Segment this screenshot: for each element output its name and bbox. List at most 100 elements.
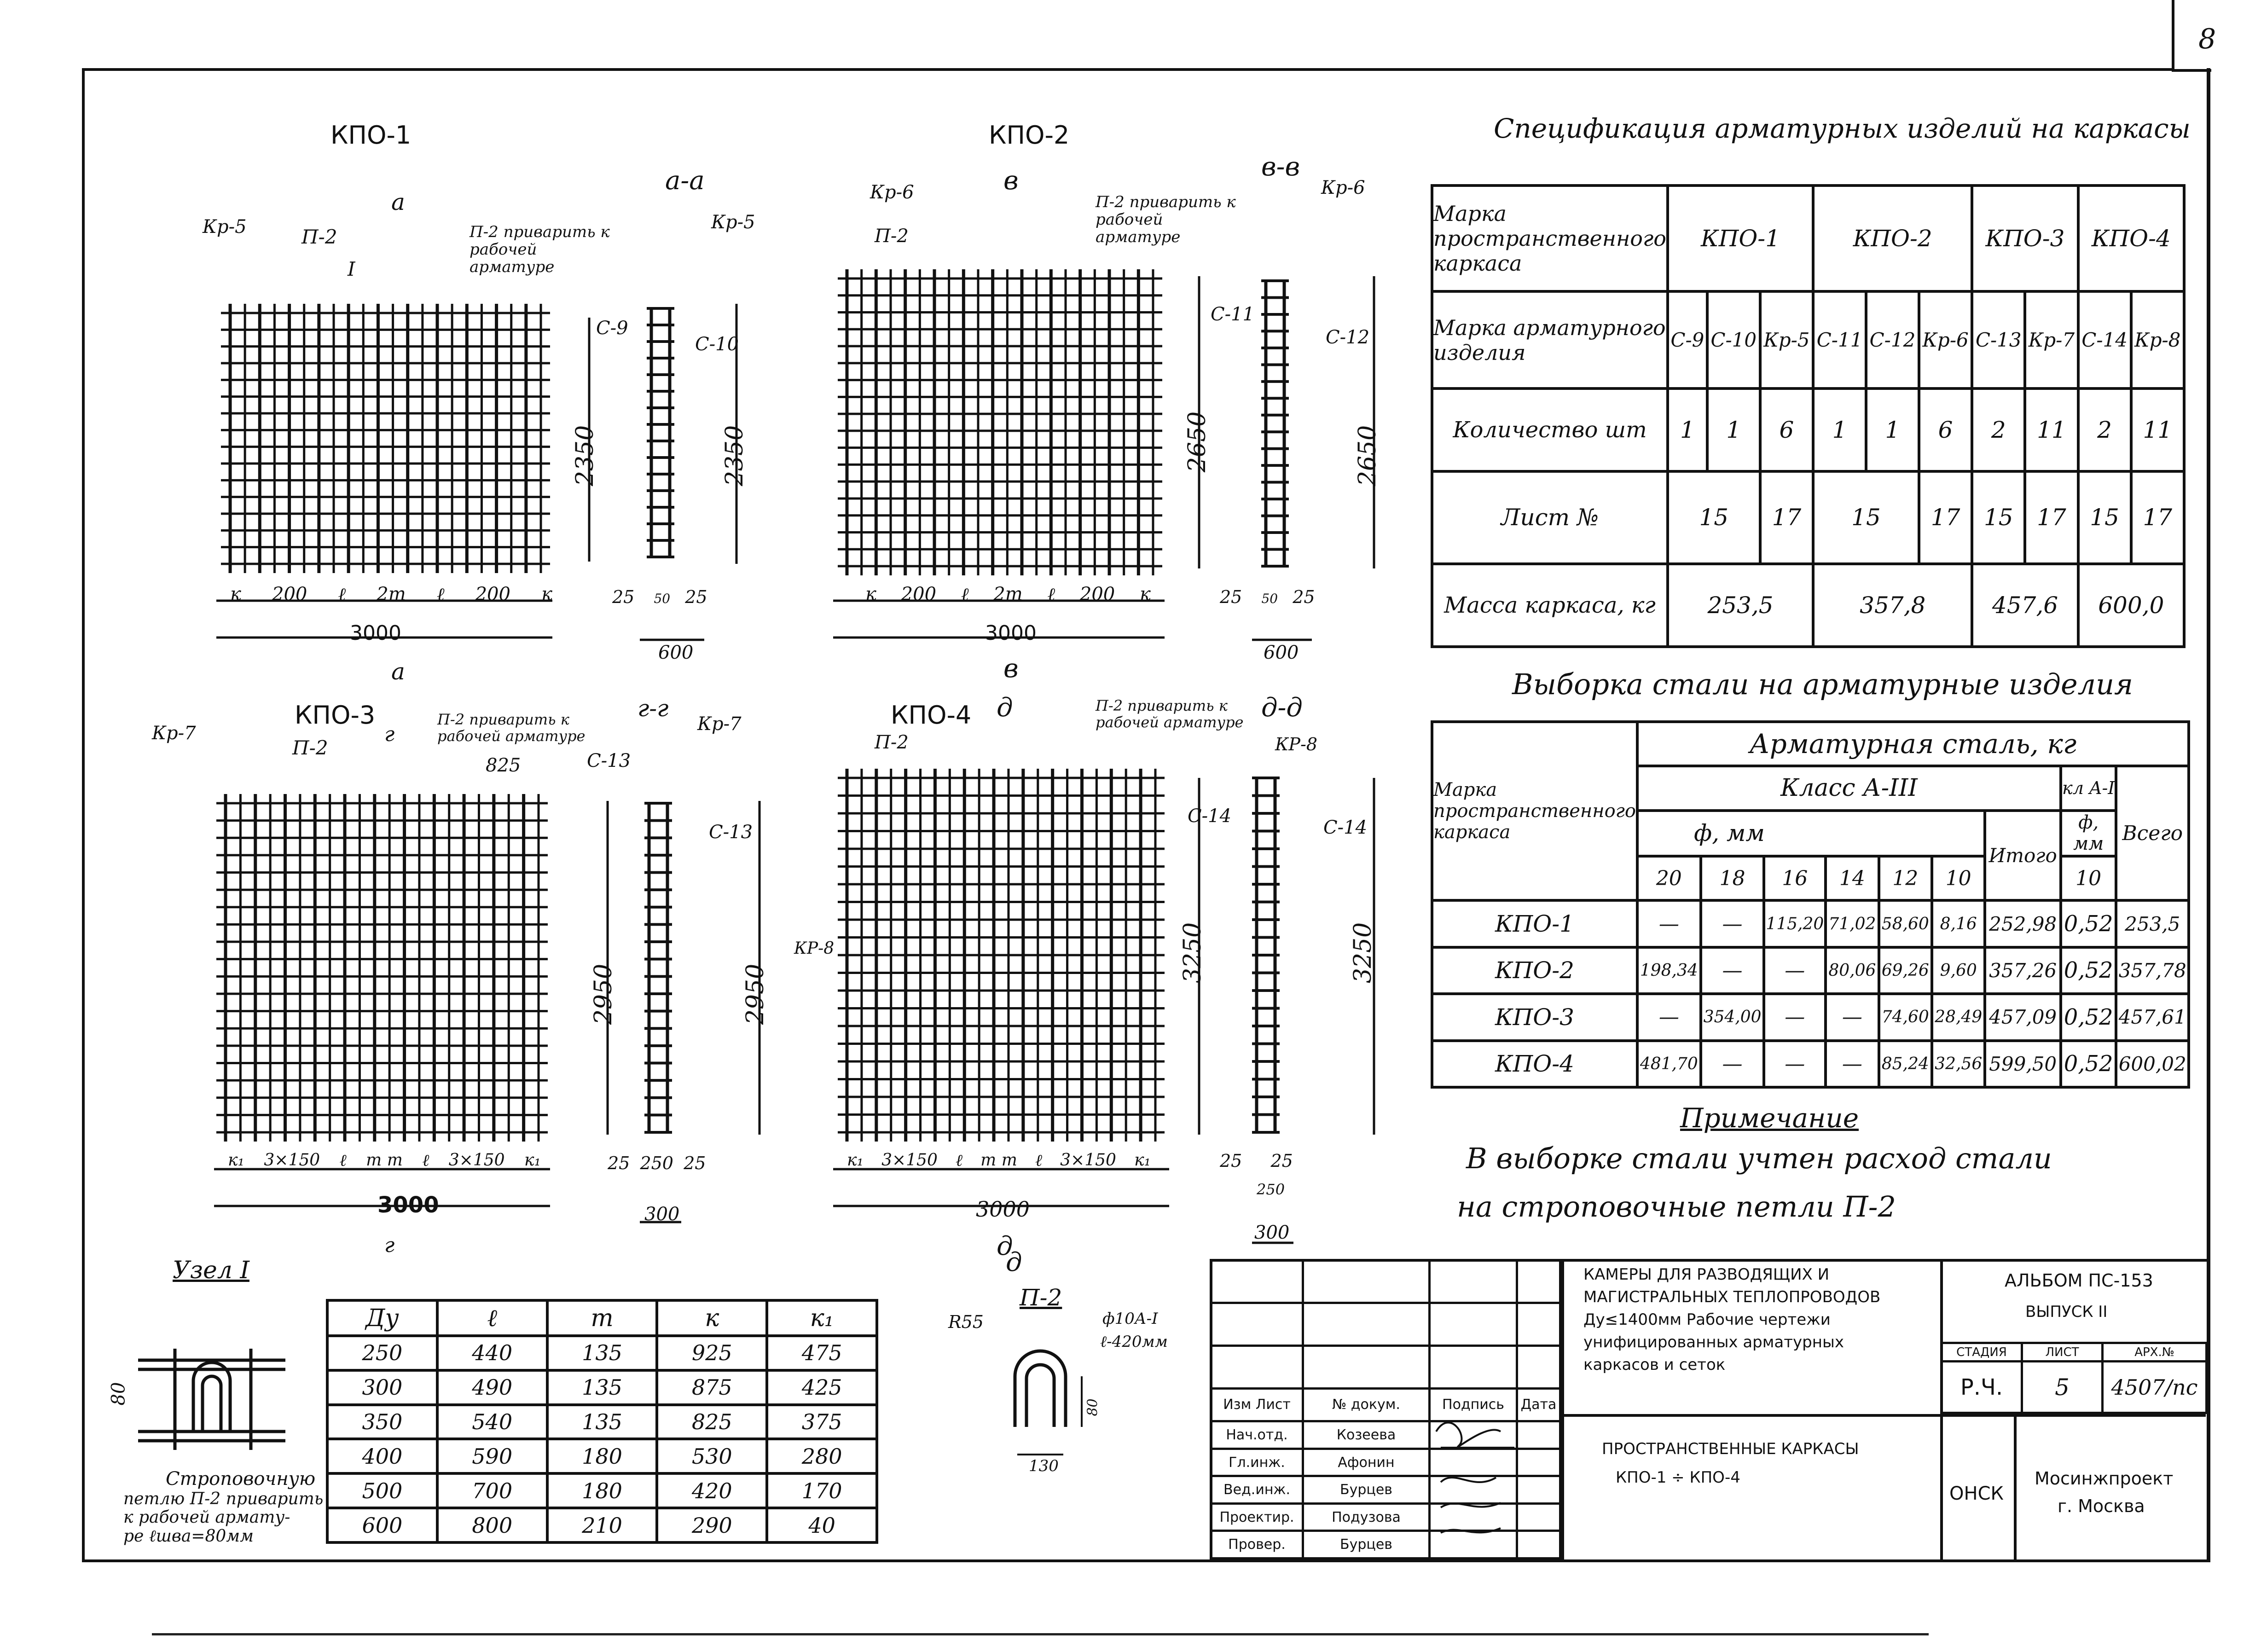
dim: ℓ xyxy=(1035,1151,1042,1170)
steel-dia: 10 xyxy=(1930,855,1987,902)
spec-item: С-13 xyxy=(1971,290,2027,390)
spec-qty: 1 xyxy=(1864,387,1920,473)
tb-desc4: унифицированных арматурных xyxy=(1583,1333,1844,1351)
tb-hdr-doc: № докум. xyxy=(1302,1387,1431,1423)
spec-sheet: 17 xyxy=(2023,470,2080,565)
table-row: КПО-4 481,70 — — — 85,24 32,56 599,50 0,… xyxy=(1431,1039,2190,1089)
kpo1-callout-node: I xyxy=(348,258,355,280)
tb-desc3: Ду≤1400мм Рабочие чертежи xyxy=(1583,1310,1831,1329)
table-row: КПО-1 — — 115,20 71,02 58,60 8,16 252,98… xyxy=(1431,899,2190,949)
dims-table: Ду ℓ m к к₁ 250 440 135 925 475 300 490 … xyxy=(326,1299,878,1544)
dim: 3×150 xyxy=(881,1151,938,1170)
kpo1-bottom-dims: к 200 ℓ 2m ℓ 200 к xyxy=(230,584,552,605)
tb-city: ОНСК xyxy=(1949,1483,2004,1504)
blank-cell xyxy=(1516,1475,1561,1505)
blank-cell xyxy=(1302,1344,1431,1390)
note-line1: В выборке стали учтен расход стали xyxy=(1466,1142,2052,1175)
spec-qty: 2 xyxy=(2076,387,2133,473)
node-caption2: петлю П-2 приварить xyxy=(123,1490,324,1508)
steel-itogo: 357,26 xyxy=(1983,945,2062,996)
dim: ℓ xyxy=(422,1151,429,1170)
kpo4-section-title: д-д xyxy=(1261,693,1303,723)
spec-item: С-9 xyxy=(1666,290,1709,390)
dim: 200 xyxy=(1079,584,1115,605)
steel-val: 9,60 xyxy=(1930,945,1987,996)
node-title: Узел I xyxy=(173,1257,249,1284)
spec-sheet: 15 xyxy=(2076,470,2133,565)
kpo4-section-inner: 250 xyxy=(1257,1181,1285,1198)
kpo3-section-mark-b: г xyxy=(384,1234,395,1257)
dim: к₁ xyxy=(524,1151,541,1170)
spec-mass: 600,0 xyxy=(2076,562,2186,649)
steel-h-dia2: ф, мм xyxy=(2059,809,2118,858)
kpo2-callout-kr6b: Кр-6 xyxy=(1321,177,1365,198)
kpo4-section-mark: д xyxy=(997,693,1013,723)
spec-sheet: 17 xyxy=(1917,470,1974,565)
node-dim: 80 xyxy=(108,1382,129,1406)
blank-cell xyxy=(1516,1344,1561,1390)
steel-h-steel: Арматурная сталь, кг xyxy=(1635,720,2191,768)
dims-h: m xyxy=(545,1299,659,1337)
kpo2-callout-kr6: Кр-6 xyxy=(870,182,914,203)
cell: 500 xyxy=(326,1472,439,1510)
steel-mark: КПО-1 xyxy=(1431,899,1639,949)
kpo3-section-mark: г xyxy=(384,723,395,746)
dim: 50 xyxy=(1261,591,1278,606)
kpo4-title: КПО-4 xyxy=(891,701,972,730)
tb-name: Козеева xyxy=(1302,1420,1431,1450)
kpo1-total-width: 3000 xyxy=(350,621,401,645)
steel-table: Марка пространственного каркаса Арматурн… xyxy=(1431,720,2191,1089)
dimension-lines xyxy=(214,276,1375,1244)
kpo3-section-width: 300 xyxy=(644,1204,680,1225)
kpo3-section-height: 2950 xyxy=(742,963,770,1025)
dim: 3×150 xyxy=(264,1151,320,1170)
dim: 2m xyxy=(377,584,406,605)
steel-val: — xyxy=(1762,1039,1827,1089)
node-caption3: к рабочей армату- xyxy=(123,1508,290,1527)
dim: к xyxy=(230,584,241,605)
spec-item: С-14 xyxy=(2076,290,2133,390)
steel-a1: 0,52 xyxy=(2059,1039,2118,1089)
steel-val: 74,60 xyxy=(1877,992,1933,1042)
kpo2-section-mark: в xyxy=(1003,166,1019,196)
tb-divider-h xyxy=(1561,1414,2206,1417)
blank-cell xyxy=(1516,1420,1561,1450)
steel-h-class3: Класс А-III xyxy=(1635,765,2062,812)
steel-val: 481,70 xyxy=(1635,1039,1702,1089)
spec-item: Кр-6 xyxy=(1917,290,1974,390)
steel-dia: 12 xyxy=(1877,855,1933,902)
spec-title: Спецификация арматурных изделий на карка… xyxy=(1494,113,2191,144)
steel-title: Выборка стали на арматурные изделия xyxy=(1512,667,2133,701)
cell: 530 xyxy=(655,1438,769,1475)
dim: к₁ xyxy=(847,1151,864,1170)
frame-top-line xyxy=(82,68,2172,71)
spec-h-qty: Количество шт xyxy=(1431,387,1669,473)
steel-mark: КПО-3 xyxy=(1431,992,1639,1042)
spec-h-sheet: Лист № xyxy=(1431,470,1669,565)
steel-val: 71,02 xyxy=(1824,899,1880,949)
tb-role: Проектир. xyxy=(1210,1502,1304,1532)
steel-val: 8,16 xyxy=(1930,899,1987,949)
spec-sheet: 15 xyxy=(1812,470,1920,565)
sections xyxy=(644,279,1289,1134)
spec-qty: 1 xyxy=(1812,387,1867,473)
table-row: 600 800 210 290 40 xyxy=(326,1507,878,1544)
kpo4-callout-kr8b: КР-8 xyxy=(1275,734,1317,754)
steel-itogo: 599,50 xyxy=(1983,1039,2062,1089)
dim: 2m xyxy=(993,584,1023,605)
dim: 25 xyxy=(1270,1151,1293,1171)
tb-hdr-date: Дата xyxy=(1516,1387,1561,1423)
table-row: 350 540 135 825 375 xyxy=(326,1403,878,1441)
spec-qty: 1 xyxy=(1705,387,1762,473)
kpo1-callout-c9: С-9 xyxy=(596,318,628,339)
dim: 25 xyxy=(1293,587,1315,607)
steel-h-dia: ф, мм xyxy=(1635,809,1987,858)
table-row: КПО-3 — 354,00 — — 74,60 28,49 457,09 0,… xyxy=(1431,992,2190,1042)
dim: ℓ xyxy=(338,584,346,605)
steel-val: 115,20 xyxy=(1762,899,1827,949)
tb-desc: КАМЕРЫ ДЛЯ РАЗВОДЯЩИХ И МАГИСТРАЛЬНЫХ ТЕ… xyxy=(1583,1264,1880,1376)
steel-val: 58,60 xyxy=(1877,899,1933,949)
table-row: КПО-2 198,34 — — 80,06 69,26 9,60 357,26… xyxy=(1431,945,2190,996)
tb-hdr: Изм Лист xyxy=(1210,1387,1304,1423)
grid-kpo4 xyxy=(838,769,1165,1142)
